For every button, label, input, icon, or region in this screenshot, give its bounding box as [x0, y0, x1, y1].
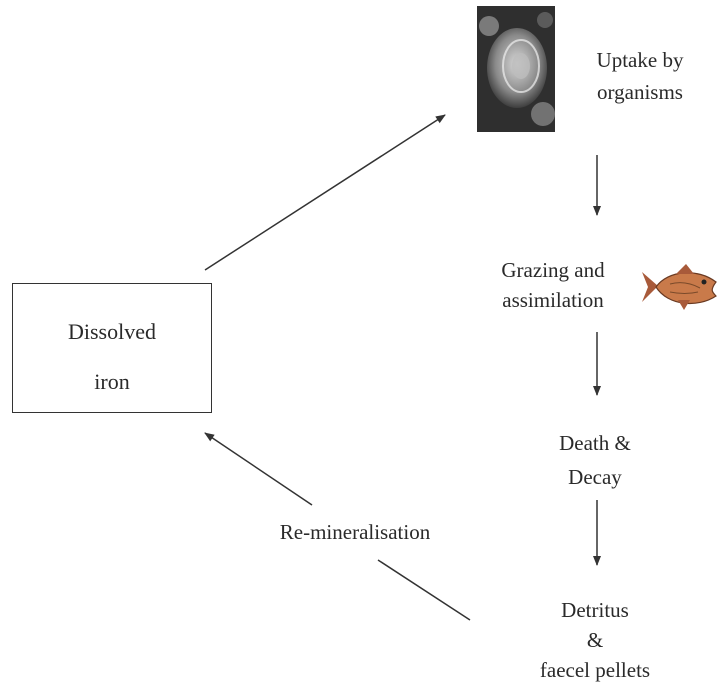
- death-label-line1: Death &: [559, 431, 631, 455]
- arrow-remin-to-iron: [204, 432, 313, 506]
- grazing-label-line2: assimilation: [502, 288, 604, 312]
- death-decay-label: Death & Decay: [520, 430, 670, 490]
- dissolved-iron-label-line1: Dissolved: [68, 319, 156, 344]
- detritus-label-line3: faecel pellets: [539, 658, 651, 682]
- detritus-label-line2: &: [586, 628, 604, 652]
- fish-icon: [642, 264, 717, 310]
- detritus-label: Detritus & faecel pellets: [505, 597, 685, 683]
- dissolved-iron-box: Dissolved iron: [12, 283, 212, 413]
- uptake-label-line2: organisms: [597, 80, 683, 104]
- death-label-line2: Decay: [568, 465, 622, 489]
- uptake-label: Uptake by organisms: [565, 47, 715, 105]
- diatom-photo-icon: [477, 6, 555, 132]
- arrow-iron-to-uptake: [204, 114, 446, 271]
- uptake-label-line1: Uptake by: [596, 48, 684, 72]
- remineralisation-label: Re-mineralisation: [279, 520, 431, 544]
- line-detritus-to-remin: [377, 559, 471, 621]
- dissolved-iron-label-line2: iron: [94, 369, 130, 394]
- detritus-label-line1: Detritus: [561, 598, 629, 622]
- grazing-label-line1: Grazing and: [501, 258, 605, 282]
- grazing-label: Grazing and assimilation: [468, 257, 638, 313]
